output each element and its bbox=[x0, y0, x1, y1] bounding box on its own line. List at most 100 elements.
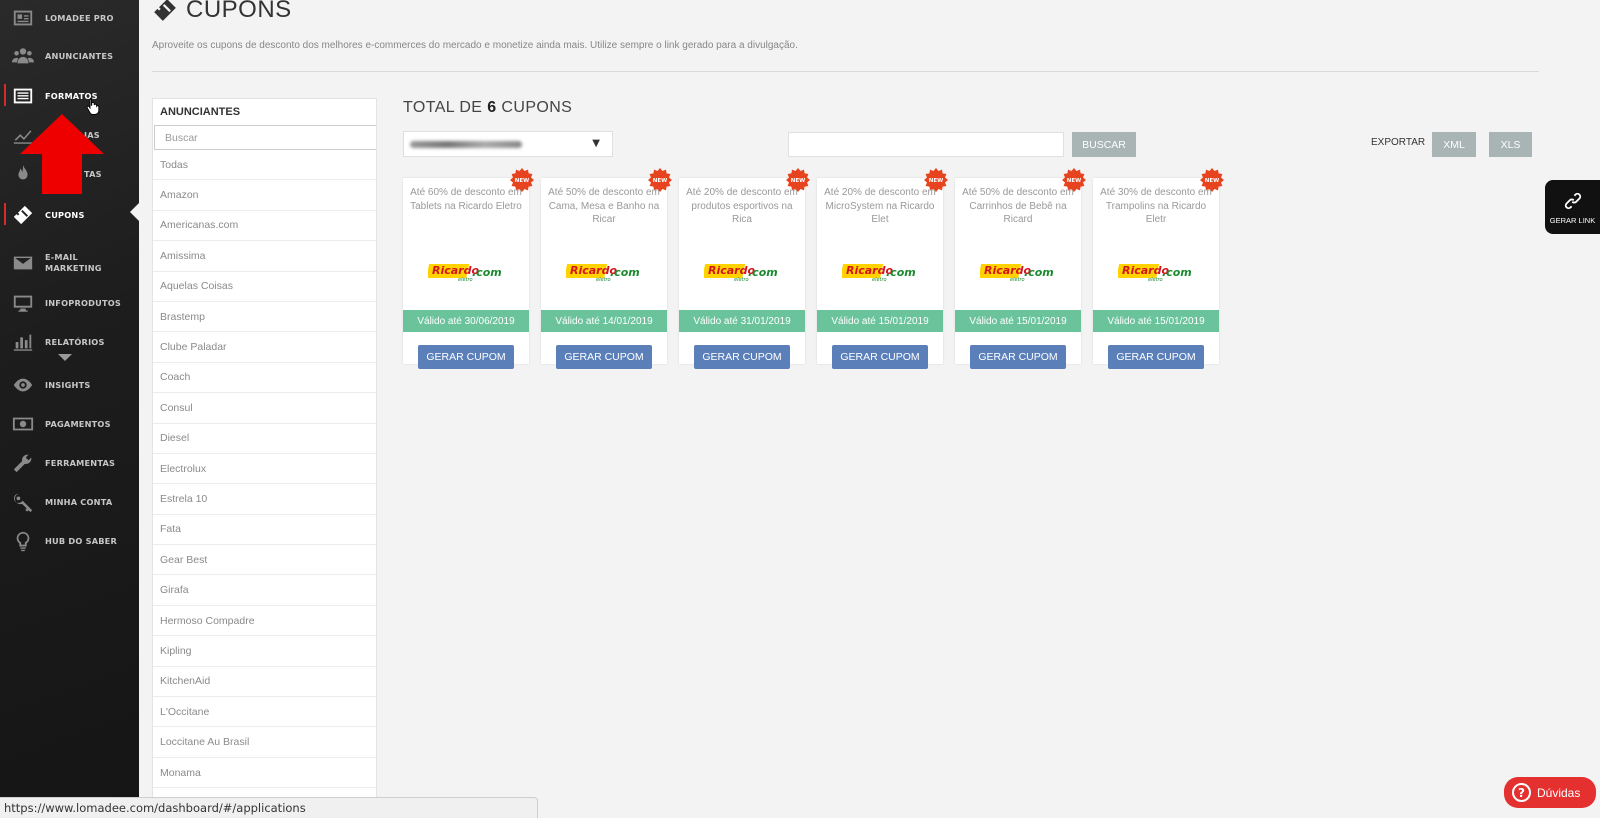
advertiser-list-item[interactable]: KitchenAid bbox=[153, 667, 376, 698]
logo-text-main: Ricardo bbox=[708, 264, 755, 277]
coupon-description: Até 50% de desconto em Cama, Mesa e Banh… bbox=[548, 187, 660, 225]
advertiser-list-item[interactable]: Loccitane Au Brasil bbox=[153, 727, 376, 758]
logo-text-main: Ricardo bbox=[984, 264, 1031, 277]
advertiser-list-item[interactable]: Electrolux bbox=[153, 454, 376, 485]
advertiser-list-item[interactable]: Coach bbox=[153, 363, 376, 394]
logo-text-sub: eletro bbox=[596, 277, 611, 283]
gerar-link-button[interactable]: GERAR LINK bbox=[1545, 180, 1600, 234]
sidebar-item-pagamentos[interactable]: PAGAMENTOS bbox=[0, 406, 139, 442]
generate-coupon-button[interactable]: GERAR CUPOM bbox=[418, 345, 514, 369]
ricardo-eletro-logo: Ricardo eletro .com bbox=[566, 264, 640, 283]
logo-text-sub: eletro bbox=[734, 277, 749, 283]
generate-coupon-button[interactable]: GERAR CUPOM bbox=[832, 345, 928, 369]
sidebar-item-formatos[interactable]: FORMATOS bbox=[0, 78, 139, 114]
browser-status-bar: https://www.lomadee.com/dashboard/#/appl… bbox=[0, 797, 538, 818]
new-badge: NEW bbox=[924, 168, 948, 192]
search-button[interactable]: BUSCAR bbox=[1072, 132, 1136, 157]
advertiser-list-item[interactable]: Consul bbox=[153, 393, 376, 424]
chevron-down-icon[interactable] bbox=[58, 354, 72, 361]
ricardo-eletro-logo: Ricardo eletro .com bbox=[704, 264, 778, 283]
advertiser-list-item[interactable]: Todas bbox=[153, 150, 376, 181]
advertiser-list-item[interactable]: Diesel bbox=[153, 424, 376, 454]
key-icon bbox=[11, 491, 35, 513]
advertiser-list-item[interactable]: Amissima bbox=[153, 241, 376, 272]
logo-text-com: .com bbox=[886, 266, 916, 279]
logo-text-sub: eletro bbox=[1148, 277, 1163, 283]
advertiser-list-item[interactable]: Gear Best bbox=[153, 545, 376, 576]
coupon-card: NEW Até 30% de desconto em Trampolins na… bbox=[1093, 168, 1224, 369]
coupon-card: NEW Até 50% de desconto em Carrinhos de … bbox=[955, 168, 1086, 369]
generate-coupon-button[interactable]: GERAR CUPOM bbox=[1108, 345, 1204, 369]
active-marker bbox=[4, 84, 6, 106]
coupon-description: Até 60% de desconto em Tablets na Ricard… bbox=[410, 187, 522, 212]
advertiser-list-item[interactable]: L'Occitane bbox=[153, 697, 376, 728]
new-badge: NEW bbox=[510, 168, 534, 192]
filter-select[interactable]: ▼ bbox=[403, 131, 613, 157]
logo-text-main: Ricardo bbox=[1122, 264, 1169, 277]
gerar-link-label: GERAR LINK bbox=[1549, 215, 1596, 225]
new-badge-text: NEW bbox=[653, 178, 667, 184]
new-badge-text: NEW bbox=[929, 178, 943, 184]
logo-text-sub: eletro bbox=[872, 277, 887, 283]
sidebar-item-infoprodutos[interactable]: INFOPRODUTOS bbox=[0, 285, 139, 321]
chart-line-icon bbox=[11, 124, 35, 146]
sidebar-item-anunciantes[interactable]: ANUNCIANTES bbox=[0, 38, 139, 74]
id-card-icon bbox=[11, 7, 35, 29]
header-divider bbox=[152, 71, 1539, 72]
lightbulb-icon bbox=[11, 530, 35, 552]
sidebar-item-label: MINHA CONTA bbox=[45, 496, 113, 507]
coupon-description: Até 30% de desconto em Trampolins na Ric… bbox=[1100, 187, 1212, 225]
sidebar-item-minha-conta[interactable]: MINHA CONTA bbox=[0, 484, 139, 520]
envelope-icon bbox=[11, 252, 35, 274]
advertiser-list-item[interactable]: Brastemp bbox=[153, 302, 376, 333]
link-icon bbox=[1564, 192, 1581, 209]
new-badge-text: NEW bbox=[515, 178, 529, 184]
advertiser-list-item[interactable]: Clube Paladar bbox=[153, 332, 376, 363]
sidebar-item-hub-do-saber[interactable]: HUB DO SABER bbox=[0, 523, 139, 559]
logo-text-com: .com bbox=[1024, 266, 1054, 279]
sidebar-item-relatorios[interactable]: RELATÓRIOS bbox=[0, 324, 139, 360]
active-marker bbox=[4, 203, 6, 225]
logo-text-com: .com bbox=[610, 266, 640, 279]
sidebar-item-cupons[interactable]: CUPONS bbox=[0, 197, 139, 233]
advertiser-list-item[interactable]: Kipling bbox=[153, 636, 376, 667]
advertiser-list-item[interactable]: Aquelas Coisas bbox=[153, 272, 376, 302]
advertiser-list-item[interactable]: Fata bbox=[153, 515, 376, 546]
sidebar-item-promocoes[interactable]: TAS bbox=[0, 156, 139, 192]
advertisers-search-input[interactable] bbox=[154, 125, 376, 150]
logo-text-main: Ricardo bbox=[432, 264, 479, 277]
export-xml-button[interactable]: XML bbox=[1432, 132, 1476, 157]
hand-cursor-icon bbox=[86, 98, 100, 115]
sidebar-item-label: TAS bbox=[84, 168, 102, 179]
advertiser-list-item[interactable]: Americanas.com bbox=[153, 211, 376, 242]
help-button[interactable]: ? Dúvidas bbox=[1504, 777, 1596, 808]
sidebar-item-email-marketing[interactable]: E-MAIL MARKETING bbox=[0, 245, 139, 281]
coupon-description: Até 20% de desconto em MicroSystem na Ri… bbox=[824, 187, 936, 225]
logo-text-com: .com bbox=[472, 266, 502, 279]
sidebar-item-label: RELATÓRIOS bbox=[45, 336, 105, 347]
sidebar-item-ofertas[interactable]: IAS bbox=[0, 117, 139, 153]
sidebar-item-ferramentas[interactable]: FERRAMENTAS bbox=[0, 445, 139, 481]
generate-coupon-button[interactable]: GERAR CUPOM bbox=[970, 345, 1066, 369]
generate-coupon-button[interactable]: GERAR CUPOM bbox=[556, 345, 652, 369]
logo-text-main: Ricardo bbox=[846, 264, 893, 277]
advertiser-list-item[interactable]: Estrela 10 bbox=[153, 484, 376, 515]
generate-coupon-button[interactable]: GERAR CUPOM bbox=[694, 345, 790, 369]
coupon-search-input[interactable] bbox=[788, 132, 1064, 157]
advertiser-list-item[interactable]: Girafa bbox=[153, 575, 376, 606]
sidebar-item-insights[interactable]: INSIGHTS bbox=[0, 367, 139, 403]
export-label: EXPORTAR bbox=[1371, 137, 1426, 148]
export-xls-button[interactable]: XLS bbox=[1489, 132, 1532, 157]
new-badge-text: NEW bbox=[1067, 178, 1081, 184]
advertiser-list-item[interactable]: Monama bbox=[153, 758, 376, 789]
sidebar-item-lomadee-pro[interactable]: LOMADEE PRO bbox=[0, 0, 139, 36]
bar-chart-icon bbox=[11, 331, 35, 353]
advertiser-list-item[interactable]: Hermoso Compadre bbox=[153, 606, 376, 637]
sidebar-item-label: HUB DO SABER bbox=[45, 535, 117, 546]
new-badge: NEW bbox=[648, 168, 672, 192]
coupon-validity: Válido até 30/06/2019 bbox=[403, 310, 529, 332]
active-notch bbox=[130, 203, 139, 221]
advertiser-list-item[interactable]: Amazon bbox=[153, 180, 376, 211]
page-title-text: CUPONS bbox=[186, 0, 292, 23]
